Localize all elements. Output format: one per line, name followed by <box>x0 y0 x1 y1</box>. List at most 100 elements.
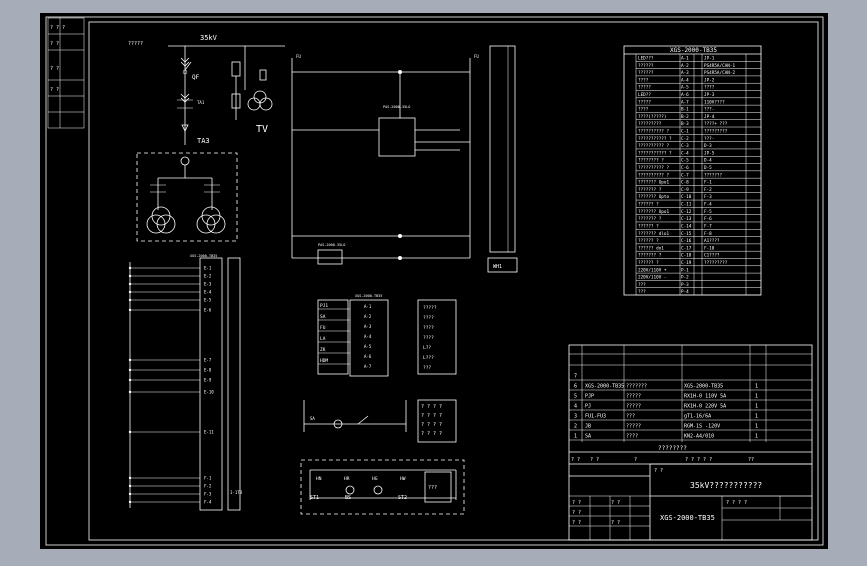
bom-qty: 1 <box>755 394 758 400</box>
title-block-cell: ? ? <box>572 500 581 506</box>
bom-code: FU1-FU3 <box>585 414 606 420</box>
left-terminal-code: F-3 <box>204 492 212 497</box>
terminal-row-code: P-4 <box>681 289 689 295</box>
mid-legend-item: ???? <box>423 325 434 331</box>
terminal-row-target: F-7 <box>704 223 712 229</box>
terminal-row-target: JP-3 <box>704 92 715 98</box>
mid-row-label: FU <box>320 325 326 331</box>
small-grid-row: ? ? ? ? <box>421 413 442 419</box>
mid-terminal-code: A-1 <box>364 304 372 309</box>
bom-name: ????? <box>626 394 641 400</box>
terminal-row-code: C-7 <box>681 172 689 178</box>
terminal-bottom-label: WH1 <box>493 264 502 270</box>
terminal-row-code: A-7 <box>681 99 689 105</box>
ctrl-bottom-tag: PAS-2000-35LO <box>318 243 345 247</box>
left-device-column <box>199 257 223 511</box>
bom-name: ??? <box>626 414 635 420</box>
bottom-ckt-tag: ST1 <box>310 495 319 501</box>
mid-legend-item: ????? <box>423 305 437 311</box>
terminal-row-code: C-13 <box>681 216 692 222</box>
terminal-row-target: ??????? <box>704 172 723 178</box>
terminal-row-label: ?????? ? <box>638 260 659 266</box>
terminal-row-target: ???? <box>704 85 715 91</box>
left-terminal-code: E-4 <box>204 290 212 295</box>
left-block-title: XGS-2000-TB35 <box>190 254 217 258</box>
terminal-row-code: C-3 <box>681 143 689 149</box>
title-block-cell: ? ? <box>590 457 599 463</box>
terminal-row-label: ?????????? ? <box>638 143 669 149</box>
mid-terminal-code: A-7 <box>364 364 372 369</box>
terminal-row-code: A-5 <box>681 85 689 91</box>
bom-code: SA <box>585 434 591 440</box>
corner-text-3: ? ? <box>50 66 59 72</box>
left-terminal-column <box>227 257 241 511</box>
title-block-cell: ? ? <box>611 500 620 506</box>
title-block-cell: ? ? ? ? ? <box>685 457 712 463</box>
terminal-table-title: XGS-2000-TB35 <box>670 47 717 54</box>
terminal-row-target: F-2 <box>704 187 712 193</box>
terminal-row-code: P-2 <box>681 275 689 281</box>
ctrl-dev-label: PAS-2000-35LO <box>383 105 410 109</box>
terminal-row-code: C-18 <box>681 253 692 259</box>
switch-circuit: SA ? ? ? ?? ? ? ?? ? ? ?? ? ? ? <box>303 399 457 443</box>
sld-voltage-label: 35kV <box>200 34 218 42</box>
bom-no: 7 <box>574 374 577 380</box>
left-terminal-code: E-8 <box>204 368 212 373</box>
terminal-row-label: ?????????? ? <box>638 165 669 171</box>
terminal-row-label: ??? <box>638 282 646 288</box>
mid-legend-item: ???? <box>423 315 434 321</box>
terminal-row-code: P-3 <box>681 282 689 288</box>
inner-frame <box>88 21 819 541</box>
ctrl-tag-right: FU <box>474 54 479 59</box>
title-block-cell: ? ? ? ? <box>726 500 747 506</box>
outer-frame <box>45 16 824 546</box>
title-block-cell: ?? <box>748 457 754 463</box>
terminal-row-label: ?????????? ? <box>638 172 669 178</box>
title-block-cell: ? ? <box>571 457 580 463</box>
bom-spec: RX1H-0 110V 5A <box>684 394 726 400</box>
bom-name: ????? <box>626 424 641 430</box>
terminal-row-label: ???? <box>638 107 649 113</box>
terminal-row-target: F-3 <box>704 194 712 200</box>
title-block-cell: ? ? <box>611 520 620 526</box>
terminal-row-target: D-5 <box>704 165 712 171</box>
bom-qty: 1 <box>755 424 758 430</box>
terminal-row-target: ????????? <box>704 129 728 135</box>
left-terminal-code: E-7 <box>204 358 212 363</box>
bom-no: 3 <box>574 414 577 420</box>
terminal-row-target: F-4 <box>704 202 712 208</box>
bom-name: ????? <box>626 404 641 410</box>
bom-no: 1 <box>574 434 577 440</box>
left-terminal-code: F-2 <box>204 484 212 489</box>
bottom-ckt-tag: BS <box>345 495 351 501</box>
terminal-row-target: F-8 <box>704 231 712 237</box>
mid-legend-item: L?? <box>423 345 431 351</box>
terminal-row-target: PS4R5A/CAN-2 <box>704 70 735 76</box>
terminal-row-code: C-10 <box>681 194 692 200</box>
mid-block: XGS-2000-TB35 PJ1SAFULAZKHDMA-1A-2A-3A-4… <box>317 294 457 377</box>
terminal-row-code: C-6 <box>681 165 689 171</box>
title-block-cell: ? ? <box>572 510 581 516</box>
ctrl-tag-left: FU <box>296 54 301 59</box>
terminal-row-code: C-12 <box>681 209 692 215</box>
terminal-row-label: LED?? <box>638 92 651 98</box>
terminal-row-target: C1???? <box>704 253 720 259</box>
terminal-row-code: C-16 <box>681 238 692 244</box>
left-terminal-code: E-10 <box>204 390 214 395</box>
terminal-row-label: ?????? ? <box>638 202 659 208</box>
sld-tv-label: TV <box>256 124 268 135</box>
left-terminal-code: E-11 <box>204 430 214 435</box>
mid-legend-item: ??? <box>423 365 431 371</box>
terminal-row-label: ??????? ? <box>638 187 662 193</box>
terminal-row-label: ??????????? ? <box>638 150 672 156</box>
bom-code: XGS-2000-TB35 <box>585 384 624 390</box>
corner-box: ? ? ? ? ? ? ? ? ? <box>47 17 85 129</box>
bom-no: 2 <box>574 424 577 430</box>
title-block-cell: ? <box>634 457 637 463</box>
mid-row-label: PJ1 <box>320 303 328 309</box>
bottom-ckt-label: HG <box>372 476 378 482</box>
switch-label: SA <box>310 416 315 421</box>
drawing-number: XGS-2000-TB35 <box>660 514 715 522</box>
